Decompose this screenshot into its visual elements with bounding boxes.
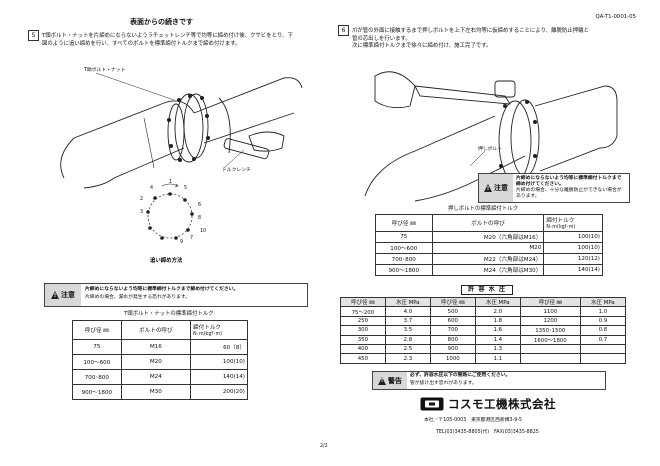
step5-number: 5 <box>28 30 39 41</box>
page-number: 2/2 <box>320 444 328 449</box>
cosmo-logo-icon <box>420 397 444 411</box>
table2-header-bolt: ボルトの呼び <box>431 214 545 232</box>
warning-label: 警告 <box>373 372 407 389</box>
table2-header-diameter: 呼び径 ㎜ <box>375 214 433 232</box>
push-bolt-figure <box>364 71 618 202</box>
company-name: コスモ工機株式会社 <box>448 397 556 411</box>
caution-label-1: 注意 <box>45 284 81 306</box>
warning-triangle-icon <box>51 291 59 299</box>
step5-line1: T頭ボルト・ナットを片締めにならないようラチェットレンチ等で均等に締め付け後、ク… <box>42 33 293 39</box>
caution-2-bold: 片締めにならないよう均等に標準締付トルクまで締め付けてください。 <box>516 176 622 187</box>
caution-1-bold: 片締めにならないよう均等に標準締付トルクまで締め付けてください。 <box>85 287 239 292</box>
order-num-6: 6 <box>198 203 202 208</box>
warning-triangle-icon <box>378 376 386 385</box>
warning-box: 警告 必ず、許容水圧以下の管路にご使用ください。 管が抜け出す恐れがあります。 <box>372 371 606 390</box>
table2-title: 押しボルトの標準締付トルク <box>448 206 519 212</box>
page-heading: 表面からの続きです <box>130 18 193 26</box>
order-num-1: 1 <box>169 180 173 185</box>
coupling-installation-figure <box>60 72 303 189</box>
warning-triangle-icon <box>484 184 492 192</box>
torque-wrench-label: トルクレンチ <box>222 168 251 173</box>
tightening-order-caption: 追い締め方法 <box>150 258 183 264</box>
step6-line1: 爪が管の外面に接触するまで押しボルトを上下左右均等に仮締めすることにより、離脱防… <box>352 28 589 34</box>
order-num-4: 4 <box>150 186 154 191</box>
company-address: 本社／〒105-0003 東京都港区西新橋3-9-5 <box>424 418 523 423</box>
caution-2-text: 片締めの場合、十分な離脱防止ができない場合があります。 <box>516 188 622 199</box>
doc-id: QA-T1-0001-05 <box>595 14 636 20</box>
caution-box-2: 注意 片締めにならないよう均等に標準締付トルクまで締め付けてください。 片締めの… <box>478 173 630 203</box>
step6-number: 6 <box>338 25 349 36</box>
push-bolt-label: 押しボルト <box>478 147 502 152</box>
order-num-8: 8 <box>198 216 202 221</box>
step6-line3: 次に標準締付トルクまで徐々に締め付け、施工完了です。 <box>352 43 492 50</box>
company-logo: コスモ工機株式会社 <box>420 396 556 412</box>
order-num-2: 2 <box>140 197 144 202</box>
order-num-9: 9 <box>180 240 184 245</box>
allowable-pressure-title: 許 容 水 圧 <box>461 285 514 296</box>
tightening-order-diagram <box>146 183 194 240</box>
table1-title: T頭ボルト・ナットの標準締付トルク <box>124 311 214 317</box>
caution-1-text: 片締めの場合、漏水が発生する恐れがあります。 <box>85 295 191 300</box>
caution-label-2: 注意 <box>479 174 513 202</box>
table1-header-bolt: ボルトの呼び <box>120 320 192 340</box>
order-num-3: 3 <box>140 210 144 215</box>
order-num-5: 5 <box>184 186 188 191</box>
order-num-7: 7 <box>190 236 194 241</box>
warning-bold: 必ず、許容水圧以下の管路にご使用ください。 <box>410 373 511 378</box>
company-tel: TEL(03)3435-8805(代) FAX(03)3435-8825 <box>436 430 539 435</box>
order-num-10: 10 <box>200 229 207 234</box>
step6-line2: 管の芯出しを行います。 <box>352 36 411 42</box>
table1-header-diameter: 呼び径 ㎜ <box>72 320 122 340</box>
warning-text: 管が抜け出す恐れがあります。 <box>410 380 477 386</box>
caution-box-1: 注意 片締めにならないよう均等に標準締付トルクまで締め付けてください。 片締めの… <box>44 283 308 307</box>
bolt-nut-label: T頭ボルト・ナット <box>84 68 126 73</box>
step5-line2: 図のように追い締めを行い、すべてのボルトを標準締付トルクまで締め付けます。 <box>42 41 241 47</box>
